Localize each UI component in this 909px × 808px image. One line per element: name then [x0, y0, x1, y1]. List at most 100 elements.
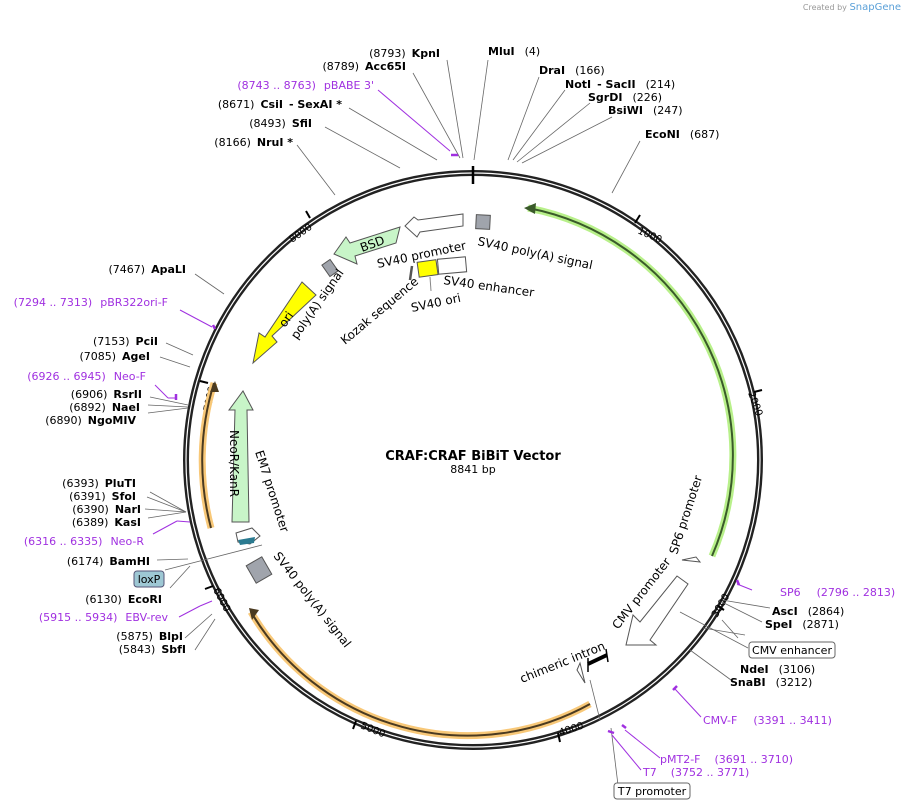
svg-text:(6926 .. 6945)Neo-F: (6926 .. 6945)Neo-F: [27, 370, 146, 383]
site-sbfi[interactable]: (5843)SbfI: [119, 643, 186, 656]
leader-lines: [144, 59, 771, 786]
site-nari[interactable]: (6390)NarI: [72, 503, 141, 516]
feature-neor-kanr[interactable]: NeoR/KanR: [227, 390, 254, 523]
site-ngomiv[interactable]: (6890)NgoMIV: [45, 414, 136, 427]
svg-text:SnaBI(3212): SnaBI(3212): [730, 676, 812, 689]
site-econi[interactable]: EcoNI(687): [645, 128, 719, 141]
site-agei[interactable]: (7085)AgeI: [79, 350, 150, 363]
svg-text:SV40 ori: SV40 ori: [410, 291, 462, 315]
site-rsrii[interactable]: (6906)RsrII: [71, 388, 142, 401]
site-csii-sexai[interactable]: (8671)CsiI- SexAI *: [218, 98, 342, 111]
svg-text:(8789)Acc65I: (8789)Acc65I: [322, 60, 406, 73]
svg-text:(6890)NgoMIV: (6890)NgoMIV: [45, 414, 136, 427]
primer-ebv-rev[interactable]: (5915 .. 5934)EBV-rev: [39, 611, 169, 624]
feature-kozak-sequence[interactable]: Kozak sequence: [338, 265, 421, 347]
site-apali[interactable]: (7467)ApaLI: [109, 263, 187, 276]
svg-text:(6906)RsrII: (6906)RsrII: [71, 388, 142, 401]
site-blpi[interactable]: (5875)BlpI: [116, 630, 183, 643]
svg-text:NeoR/KanR: NeoR/KanR: [227, 430, 241, 497]
site-acc65i[interactable]: (8789)Acc65I: [322, 60, 406, 73]
svg-text:(6316 .. 6335)Neo-R: (6316 .. 6335)Neo-R: [24, 535, 144, 548]
site-pluti[interactable]: (6393)PluTI: [62, 477, 136, 490]
svg-text:BSD: BSD: [358, 233, 386, 255]
site-naei[interactable]: (6892)NaeI: [69, 401, 140, 414]
primer-cmv-f[interactable]: CMV-F(3391 .. 3411): [703, 714, 832, 727]
svg-text:(8793)KpnI: (8793)KpnI: [369, 47, 440, 60]
site-snabi[interactable]: SnaBI(3212): [730, 676, 812, 689]
site-kasi[interactable]: (6389)KasI: [72, 516, 141, 529]
svg-text:SV40 poly(A) signal: SV40 poly(A) signal: [271, 549, 354, 650]
svg-text:EcoNI(687): EcoNI(687): [645, 128, 719, 141]
svg-text:(8166)NruI *: (8166)NruI *: [214, 136, 293, 149]
feature-chimeric-intron[interactable]: chimeric intron: [518, 639, 609, 686]
primer-neo-r[interactable]: (6316 .. 6335)Neo-R: [24, 535, 144, 548]
boxed-feature-t7-promoter[interactable]: T7 promoter: [613, 782, 691, 800]
svg-text:(5843)SbfI: (5843)SbfI: [119, 643, 186, 656]
primer-pbr322ori-f[interactable]: (7294 .. 7313)pBR322ori-F: [14, 296, 168, 309]
svg-text:T7(3752 .. 3771): T7(3752 .. 3771): [642, 766, 749, 779]
site-labels-left: (8793)KpnI (8789)Acc65I (8671)CsiI- SexA…: [45, 47, 440, 656]
site-sfii[interactable]: (8493)SfiI: [249, 117, 312, 130]
primer-neo-f[interactable]: (6926 .. 6945)Neo-F: [27, 370, 146, 383]
svg-text:(5915 .. 5934)EBV-rev: (5915 .. 5934)EBV-rev: [39, 611, 169, 624]
svg-text:BsiWI(247): BsiWI(247): [608, 104, 683, 117]
site-spei[interactable]: SpeI(2871): [765, 618, 839, 631]
svg-text:(6390)NarI: (6390)NarI: [72, 503, 141, 516]
svg-text:(8671)CsiI- SexAI *: (8671)CsiI- SexAI *: [218, 98, 342, 111]
svg-text:CMV enhancer: CMV enhancer: [752, 644, 832, 657]
credit-prefix: Created by: [802, 3, 847, 12]
primer-sp6[interactable]: SP6(2796 .. 2813): [780, 586, 895, 599]
svg-text:SpeI(2871): SpeI(2871): [765, 618, 839, 631]
svg-text:SP6 promoter: SP6 promoter: [667, 474, 706, 556]
orf-orange-arc-left: [198, 381, 219, 529]
feature-sp6-promoter[interactable]: SP6 promoter: [667, 474, 706, 563]
svg-text:SV40 poly(A) signal: SV40 poly(A) signal: [476, 234, 594, 272]
primer-t7[interactable]: T7(3752 .. 3771): [642, 766, 749, 779]
svg-text:(5875)BlpI: (5875)BlpI: [116, 630, 183, 643]
svg-text:SgrDI(226): SgrDI(226): [588, 91, 662, 104]
tick-4000: 4000: [558, 721, 586, 739]
svg-text:(8493)SfiI: (8493)SfiI: [249, 117, 312, 130]
primer-leaders: [152, 89, 753, 771]
boxed-feature-loxp[interactable]: loxP: [133, 570, 165, 588]
svg-text:(6391)SfoI: (6391)SfoI: [69, 490, 136, 503]
site-mlui[interactable]: MluI(4): [488, 45, 540, 58]
svg-text:pMT2-F(3691 .. 3710): pMT2-F(3691 .. 3710): [660, 753, 793, 766]
svg-text:MluI(4): MluI(4): [488, 45, 540, 58]
primer-pmt2-f[interactable]: pMT2-F(3691 .. 3710): [660, 753, 793, 766]
boxed-feature-cmv-enhancer[interactable]: CMV enhancer: [748, 641, 836, 659]
svg-text:NdeI(3106): NdeI(3106): [740, 663, 815, 676]
backbone-ring: [183, 166, 763, 750]
svg-text:(7153)PciI: (7153)PciI: [93, 335, 158, 348]
primer-pbabe3[interactable]: (8743 .. 8763)pBABE 3': [237, 79, 374, 92]
site-bamhi[interactable]: (6174)BamHI: [67, 555, 150, 568]
svg-text:SP6(2796 .. 2813): SP6(2796 .. 2813): [780, 586, 895, 599]
svg-text:Kozak sequence: Kozak sequence: [338, 274, 421, 347]
site-drai[interactable]: DraI(166): [539, 64, 605, 77]
feature-cmv-promoter[interactable]: CMV promoter: [609, 555, 689, 646]
site-nrui[interactable]: (8166)NruI *: [214, 136, 293, 149]
site-sgrdi[interactable]: SgrDI(226): [588, 91, 662, 104]
site-kpni[interactable]: (8793)KpnI: [369, 47, 440, 60]
site-pcii[interactable]: (7153)PciI: [93, 335, 158, 348]
svg-text:(6174)BamHI: (6174)BamHI: [67, 555, 150, 568]
site-asci[interactable]: AscI(2864): [772, 605, 844, 618]
tick-2000: 2000: [745, 390, 764, 418]
site-noti-sacii[interactable]: NotI- SacII(214): [565, 78, 675, 91]
site-labels-right: MluI(4) DraI(166) NotI- SacII(214) SgrDI…: [488, 45, 844, 689]
tick-1000: 1000: [636, 226, 664, 246]
svg-text:loxP: loxP: [138, 573, 161, 586]
svg-text:(6393)PluTI: (6393)PluTI: [62, 477, 136, 490]
site-bsiwi[interactable]: BsiWI(247): [608, 104, 683, 117]
orf-green-arc: [524, 203, 737, 558]
svg-text:(7294 .. 7313)pBR322ori-F: (7294 .. 7313)pBR322ori-F: [14, 296, 168, 309]
svg-text:T7 promoter: T7 promoter: [617, 785, 687, 798]
site-ecori[interactable]: (6130)EcoRI: [85, 593, 162, 606]
svg-text:(6130)EcoRI: (6130)EcoRI: [85, 593, 162, 606]
map-title: CRAF:CRAF BiBiT Vector: [385, 449, 561, 464]
svg-text:(8743 .. 8763)pBABE 3': (8743 .. 8763)pBABE 3': [237, 79, 374, 92]
site-sfoi[interactable]: (6391)SfoI: [69, 490, 136, 503]
snapgene-logo: SnapGene: [849, 2, 901, 13]
site-ndei[interactable]: NdeI(3106): [740, 663, 815, 676]
